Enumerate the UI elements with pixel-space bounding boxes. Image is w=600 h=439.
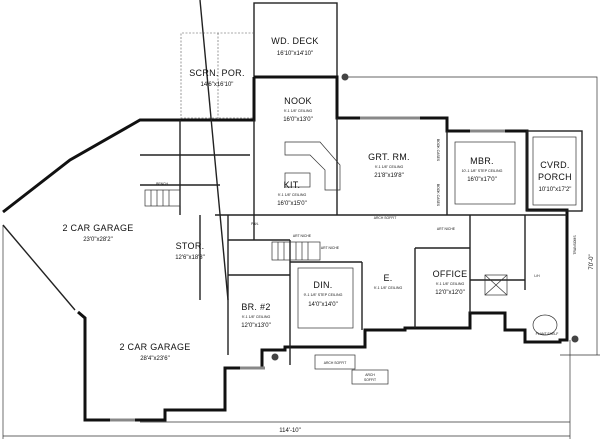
room-master-bedroom: MBR. 10'-1 1/8" STEP CEILING 16'0"x17'0": [462, 156, 503, 183]
kitchen-island: [284, 172, 311, 188]
room-great-room: GRT. RM. 9'-1 1/8" CEILING 21'8"x19'8": [368, 152, 410, 179]
room-ceiling: 9'-1 1/8" CEILING: [242, 315, 271, 319]
note-book-cases: BOOK CASES: [436, 139, 440, 162]
kitchen-counter: [284, 141, 341, 191]
room-covered-porch: CVRD. PORCH 10'10"x17'2": [538, 160, 572, 193]
overall-width: 114'-10": [279, 428, 301, 434]
room-garage-2: 2 CAR GARAGE 28'4"x23'6": [119, 342, 190, 362]
room-entry: E. 9'-1 1/8" CEILING: [374, 273, 403, 290]
room-bedroom-2: BR. #2 9'-1 1/8" CEILING 12'0"x13'0": [241, 302, 271, 329]
room-name: 2 CAR GARAGE: [62, 223, 133, 233]
room-size: 16'0"x17'0": [467, 177, 497, 183]
room-name: OFFICE: [433, 269, 468, 279]
room-ceiling: 9'-1 1/8" CEILING: [374, 286, 403, 290]
room-size: 12'6"x18'8": [175, 255, 205, 261]
note-book-cases: BOOK CASES: [436, 184, 440, 207]
room-size: 14'0"x14'0": [308, 302, 338, 308]
interior-walls: [140, 0, 567, 365]
room-name: WD. DECK: [271, 36, 318, 46]
note-arch-soffit: ARCH SOFFIT: [374, 216, 397, 220]
note-arch-soffit: SOFFIT: [364, 378, 376, 382]
shower: [484, 274, 508, 296]
room-size: 16'10"x14'10": [277, 51, 313, 57]
note-plant-shelf: PLANT SHELF: [536, 332, 559, 336]
room-office: OFFICE 9'-1 1/8" CEILING 12'0"x12'0": [433, 269, 468, 296]
room-storage: STOR. 12'6"x18'8": [175, 241, 205, 261]
note-art-niche: ART NICHE: [293, 234, 312, 238]
note-transoms: TRANSOMS: [573, 235, 577, 255]
room-name-line1: CVRD.: [540, 160, 570, 170]
room-size: 28'4"x23'6": [140, 356, 170, 362]
room-ceiling: 9'-1 1/8" CEILING: [375, 165, 404, 169]
room-size: 12'0"x13'0": [241, 323, 271, 329]
plan-notes: BENCH PAN. ART NICHE ART NICHE ART NICHE…: [156, 139, 577, 382]
room-name: 2 CAR GARAGE: [119, 342, 190, 352]
room-ceiling: 10'-1 1/8" STEP CEILING: [462, 169, 503, 173]
room-name-line2: PORCH: [538, 172, 572, 182]
room-size: 21'8"x19'8": [374, 173, 404, 179]
room-garage-1: 2 CAR GARAGE 23'0"x28'2": [62, 223, 133, 243]
room-size: 16'0"x13'0": [283, 117, 313, 123]
arch-soffit-box-1: [314, 354, 356, 370]
note-art-niche: ART NICHE: [321, 246, 340, 250]
room-ceiling: 9'-1 1/8" STEP CEILING: [304, 293, 343, 297]
note-arch-soffit: ARCH: [365, 373, 375, 377]
room-name: DIN.: [313, 280, 332, 290]
room-name: E.: [383, 273, 392, 283]
room-name: KIT.: [284, 180, 301, 190]
room-dining: DIN. 9'-1 1/8" STEP CEILING 14'0"x14'0": [304, 280, 343, 308]
room-name: SCRN. POR.: [189, 68, 245, 78]
room-name: STOR.: [176, 241, 205, 251]
room-kitchen: KIT. 9'-1 1/8" CEILING 16'0"x15'0": [277, 180, 307, 207]
room-size: 16'0"x15'0": [277, 201, 307, 207]
note-linen: L/H: [534, 274, 540, 278]
dimension-lines: [2, 73, 600, 439]
room-ceiling: 9'-1 1/8" CEILING: [284, 109, 313, 113]
room-nook: NOOK 9'-1 1/8" CEILING 16'0"x13'0": [283, 96, 313, 123]
stairs: [144, 189, 321, 261]
note-pantry: PAN.: [251, 222, 259, 226]
room-name: BR. #2: [241, 302, 270, 312]
room-name: NOOK: [284, 96, 312, 106]
room-screen-porch: SCRN. POR. 14'6"x16'10": [189, 68, 245, 88]
room-size: 14'6"x16'10": [201, 82, 234, 88]
room-name: GRT. RM.: [368, 152, 410, 162]
arch-soffit-box-2: [351, 369, 389, 385]
overall-depth: 70'-0": [589, 254, 595, 269]
room-size: 12'0"x12'0": [435, 290, 465, 296]
note-arch-soffit: ARCH SOFFIT: [324, 361, 347, 365]
bathtub: [532, 314, 558, 336]
room-size: 10'10"x17'2": [539, 187, 572, 193]
note-art-niche: ART NICHE: [437, 227, 456, 231]
room-name: MBR.: [470, 156, 494, 166]
room-ceiling: 9'-1 1/8" CEILING: [436, 282, 465, 286]
note-bench: BENCH: [156, 182, 168, 186]
room-size: 23'0"x28'2": [83, 237, 113, 243]
room-deck: WD. DECK 16'10"x14'10": [271, 36, 318, 57]
room-ceiling: 9'-1 1/8" CEILING: [278, 193, 307, 197]
